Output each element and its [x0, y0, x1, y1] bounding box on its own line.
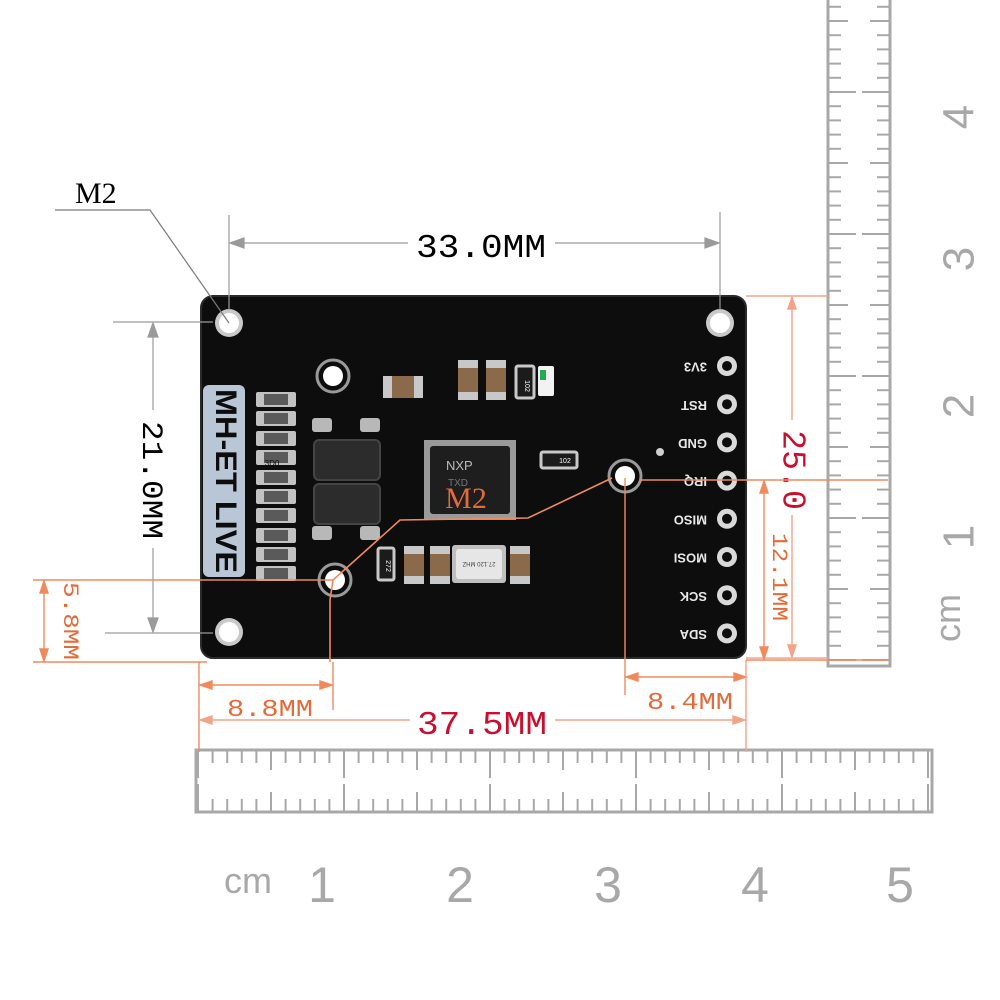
pin-sck: SCK — [679, 585, 737, 606]
inductor-silk: 3D0 — [265, 459, 280, 468]
label-8-4mm: 8.4MM — [647, 690, 733, 717]
nfc-chip: NXP TXD — [424, 440, 516, 520]
mount-hole-top-right — [706, 309, 734, 337]
ruler-bottom-number-2: 2 — [446, 857, 474, 913]
passive-component — [256, 528, 296, 543]
ruler-bottom-number-3: 3 — [594, 857, 622, 913]
capacitor-bottom-2 — [430, 546, 450, 584]
pin-miso: MISO — [674, 508, 737, 529]
pin-rst: RST — [681, 394, 737, 415]
m2-hole-inner-left — [315, 358, 351, 394]
chip-brand: NXP — [446, 458, 473, 473]
passive-component — [256, 450, 296, 465]
ruler-right-unit: cm — [927, 594, 968, 642]
ruler-right: cm 1 2 3 4 — [826, 0, 984, 668]
dim-5-8mm — [33, 578, 333, 664]
pin-label: 3V3 — [684, 360, 707, 375]
m2-label: M2 — [75, 177, 117, 210]
label-25mm: 25.0 — [773, 430, 810, 510]
capacitor-top-2 — [458, 360, 478, 400]
ruler-right-number-3: 3 — [935, 247, 984, 271]
svg-text:102: 102 — [523, 380, 530, 392]
passive-component — [256, 431, 296, 446]
pin-label: SCK — [679, 589, 707, 604]
passive-component — [256, 489, 296, 504]
led — [538, 366, 554, 396]
passive-component — [256, 547, 296, 562]
ruler-right-number-4: 4 — [935, 105, 984, 129]
pin-label: MISO — [674, 512, 707, 527]
dim-25mm — [746, 294, 828, 660]
label-21mm: 21.0MM — [133, 421, 167, 539]
crystal-label: 27.120 MHZ — [462, 560, 495, 566]
dim-8-8mm — [197, 662, 335, 752]
chip-code: TXD — [448, 478, 468, 489]
brand-text: MH-ET LIVE — [209, 389, 242, 573]
passive-component — [256, 508, 296, 523]
dim-37-5mm — [197, 660, 748, 752]
m2-chip-leader — [329, 477, 613, 662]
brand-label — [203, 385, 245, 577]
ruler-bottom-ticks — [197, 750, 929, 812]
ruler-bottom: cm 1 2 3 4 5 — [194, 748, 934, 913]
m2-chip-label: M2 — [445, 482, 487, 515]
inductor-1 — [313, 439, 381, 481]
ruler-bottom-number-1: 1 — [308, 857, 336, 913]
capacitor-bottom-1 — [404, 546, 424, 584]
dim-33mm — [228, 212, 721, 310]
mount-hole-bottom-left — [215, 618, 243, 646]
m2-leader — [55, 209, 230, 324]
pin-label: MOSI — [674, 551, 707, 566]
passive-components-column — [256, 392, 296, 581]
label-37-5mm: 37.5MM — [417, 707, 547, 744]
passive-component — [256, 392, 296, 407]
crystal: 27.120 MHZ — [452, 545, 506, 583]
dim-21mm — [105, 321, 213, 634]
svg-text:102: 102 — [559, 458, 571, 465]
passive-component — [256, 566, 296, 581]
label-12-1mm: 12.1MM — [766, 533, 791, 621]
capacitor-bottom-3 — [510, 546, 530, 584]
ruler-right-number-2: 2 — [935, 394, 984, 418]
pin-gnd: GND — [678, 432, 737, 453]
ruler-bottom-number-4: 4 — [741, 857, 769, 913]
ruler-right-number-1: 1 — [935, 525, 984, 549]
pin-mosi: MOSI — [674, 547, 737, 567]
resistor-bottom: 272 — [376, 546, 396, 582]
ruler-bottom-unit: cm — [224, 860, 272, 901]
capacitor-top-1 — [383, 376, 423, 398]
pin-label: GND — [678, 436, 707, 451]
capacitor-top-3 — [486, 360, 506, 400]
svg-text:272: 272 — [384, 560, 391, 572]
ruler-bottom-number-5: 5 — [886, 857, 914, 913]
pin-3v3: 3V3 — [684, 356, 737, 376]
label-33mm: 33.0MM — [416, 230, 546, 267]
pin-label: IRQ — [684, 474, 707, 489]
inductor-2 — [313, 483, 381, 525]
pin-label: RST — [681, 398, 707, 413]
dim-12-1mm — [640, 478, 888, 662]
resistor-mid: 102 — [539, 450, 579, 470]
dim-8-4mm — [623, 478, 749, 695]
pin-label: SDA — [679, 627, 707, 642]
passive-component — [256, 411, 296, 426]
pin-sda: SDA — [679, 623, 737, 644]
passive-component — [256, 470, 296, 485]
label-5-8mm: 5.8MM — [57, 582, 82, 660]
resistor-top: 102 — [514, 364, 536, 400]
pcb-board: MH-ET LIVE 3D0 102 — [200, 295, 747, 659]
